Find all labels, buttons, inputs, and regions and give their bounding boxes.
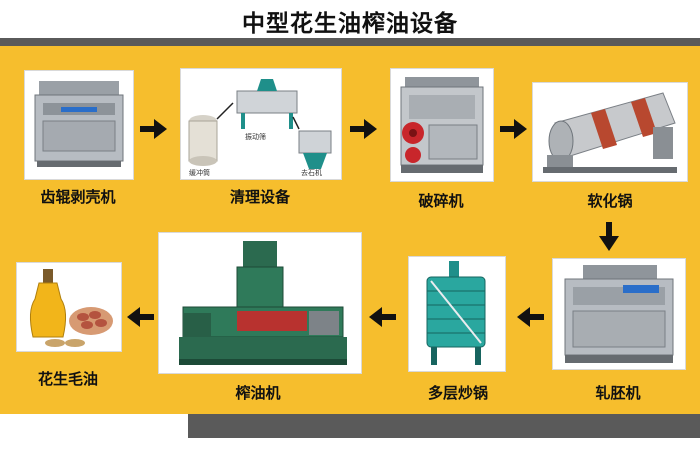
step-1-label: 齿辊剥壳机 bbox=[40, 188, 116, 206]
arrow-left-icon bbox=[127, 307, 154, 327]
sub-label-destoner: 去石机 bbox=[301, 168, 322, 177]
step-3-image bbox=[390, 68, 494, 182]
arrow-left-icon bbox=[369, 307, 396, 327]
oil-press-machine-icon bbox=[179, 241, 347, 365]
step-3-label: 破碎机 bbox=[418, 192, 464, 210]
step-1-image bbox=[24, 70, 134, 180]
step-8-image bbox=[16, 262, 122, 352]
arrow-right-icon bbox=[350, 119, 377, 139]
step-2-image: 缓冲筒 振动筛 去石机 bbox=[180, 68, 342, 180]
sub-label-buffer: 缓冲筒 bbox=[189, 168, 210, 177]
step-6-label: 多层炒锅 bbox=[427, 384, 488, 402]
multi-layer-cooker-icon bbox=[426, 261, 486, 365]
step-6-image bbox=[408, 256, 506, 372]
step-2-label: 清理设备 bbox=[229, 188, 290, 206]
peanut-oil-bottle-icon bbox=[29, 269, 113, 347]
sub-label-vibrating-screen: 振动筛 bbox=[245, 132, 266, 141]
step-4-label: 软化锅 bbox=[587, 192, 633, 210]
step-5-image bbox=[552, 258, 686, 370]
crusher-machine-icon bbox=[400, 77, 484, 173]
top-divider-bar bbox=[0, 38, 700, 46]
peanut-sheller-machine-icon bbox=[34, 81, 124, 167]
flaking-machine-icon bbox=[564, 265, 674, 363]
step-8-label: 花生毛油 bbox=[37, 370, 98, 388]
page-title: 中型花生油榨油设备 bbox=[242, 11, 458, 37]
cleaning-equipment-icon: 缓冲筒 振动筛 去石机 bbox=[188, 79, 332, 177]
softening-drum-icon bbox=[543, 92, 677, 173]
bottom-divider-bar bbox=[188, 414, 700, 438]
step-7-label: 榨油机 bbox=[235, 384, 281, 402]
arrow-right-icon bbox=[500, 119, 527, 139]
step-5-label: 轧胚机 bbox=[595, 384, 641, 402]
arrow-down-icon bbox=[599, 222, 619, 251]
arrow-right-icon bbox=[140, 119, 167, 139]
step-4-image bbox=[532, 82, 688, 182]
arrow-left-icon bbox=[517, 307, 544, 327]
step-7-image bbox=[158, 232, 362, 374]
